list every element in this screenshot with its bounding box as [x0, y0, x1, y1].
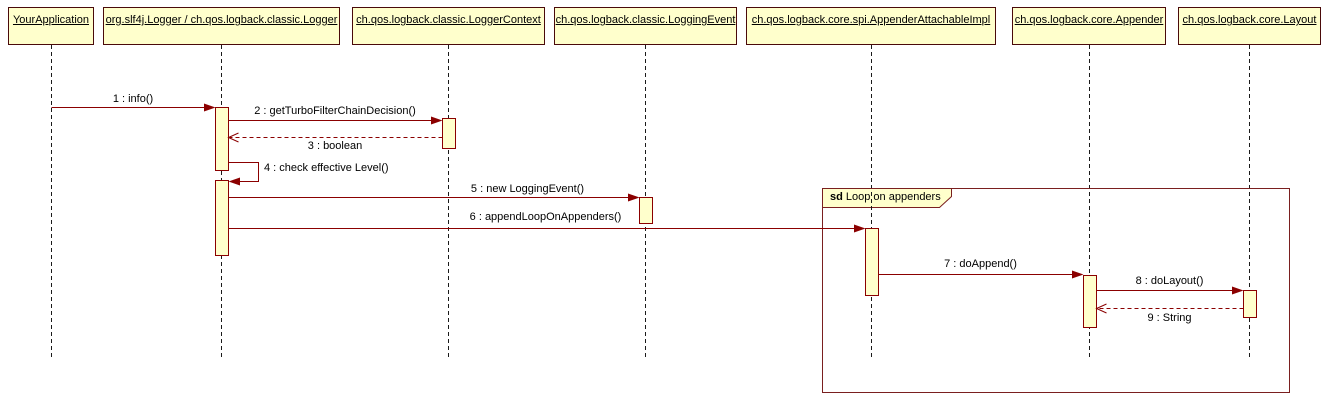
- message-5-arrowhead: [628, 193, 640, 202]
- frame-border: [822, 188, 1290, 393]
- participant-label: ch.qos.logback.classic.LoggerContext: [356, 14, 541, 26]
- activation-logging-event: [639, 197, 653, 224]
- participant-label: ch.qos.logback.core.Layout: [1182, 14, 1317, 26]
- message-9-open-arrowhead: [1095, 303, 1107, 314]
- message-7-arrowhead: [1072, 270, 1084, 279]
- frame-label: sd Loop on appenders: [830, 191, 941, 203]
- participant-logger-context: ch.qos.logback.classic.LoggerContext: [352, 7, 545, 45]
- participant-label: org.slf4j.Logger / ch.qos.logback.classi…: [105, 14, 338, 26]
- message-6-label: 6 : appendLoopOnAppenders(): [469, 211, 622, 223]
- message-4-label: 4 : check effective Level(): [264, 162, 389, 174]
- message-1-arrowhead: [204, 103, 216, 112]
- message-3-open-arrowhead: [227, 132, 239, 143]
- message-5-label: 5 : new LoggingEvent(): [470, 183, 585, 195]
- frame-keyword: sd: [830, 191, 843, 203]
- participant-label: ch.qos.logback.classic.LoggingEvent: [555, 14, 736, 26]
- message-2-arrowhead: [431, 116, 443, 125]
- message-8-label: 8 : doLayout(): [1135, 275, 1204, 287]
- activation-appender-attachable-impl: [865, 228, 879, 296]
- message-2-label: 2 : getTurboFilterChainDecision(): [254, 105, 416, 117]
- message-9-label: 9 : String: [1147, 312, 1192, 324]
- message-4-line: [228, 162, 259, 182]
- activation-layout: [1243, 290, 1257, 318]
- message-3-label: 3 : boolean: [307, 140, 363, 152]
- message-4-arrowhead: [228, 177, 240, 186]
- participant-appender: ch.qos.logback.core.Appender: [1012, 7, 1166, 45]
- message-7-label: 7 : doAppend(): [944, 258, 1017, 270]
- activation-logger-1: [215, 107, 229, 171]
- participant-layout: ch.qos.logback.core.Layout: [1178, 7, 1321, 45]
- participant-logger: org.slf4j.Logger / ch.qos.logback.classi…: [103, 7, 340, 45]
- activation-logger-2: [215, 180, 229, 256]
- activation-logger-context: [442, 118, 456, 149]
- activation-appender: [1083, 275, 1097, 328]
- message-6-arrowhead: [854, 224, 866, 233]
- participant-logging-event: ch.qos.logback.classic.LoggingEvent: [554, 7, 737, 45]
- participant-label: YourApplication: [12, 14, 90, 26]
- message-8-arrowhead: [1232, 286, 1244, 295]
- message-1-label: 1 : info(): [112, 93, 154, 105]
- frame-title: Loop on appenders: [845, 191, 941, 203]
- participant-your-application: YourApplication: [8, 7, 94, 45]
- participant-label: ch.qos.logback.core.spi.AppenderAttachab…: [751, 14, 991, 26]
- participant-label: ch.qos.logback.core.Appender: [1014, 14, 1164, 26]
- participant-appender-attachable-impl: ch.qos.logback.core.spi.AppenderAttachab…: [746, 7, 996, 45]
